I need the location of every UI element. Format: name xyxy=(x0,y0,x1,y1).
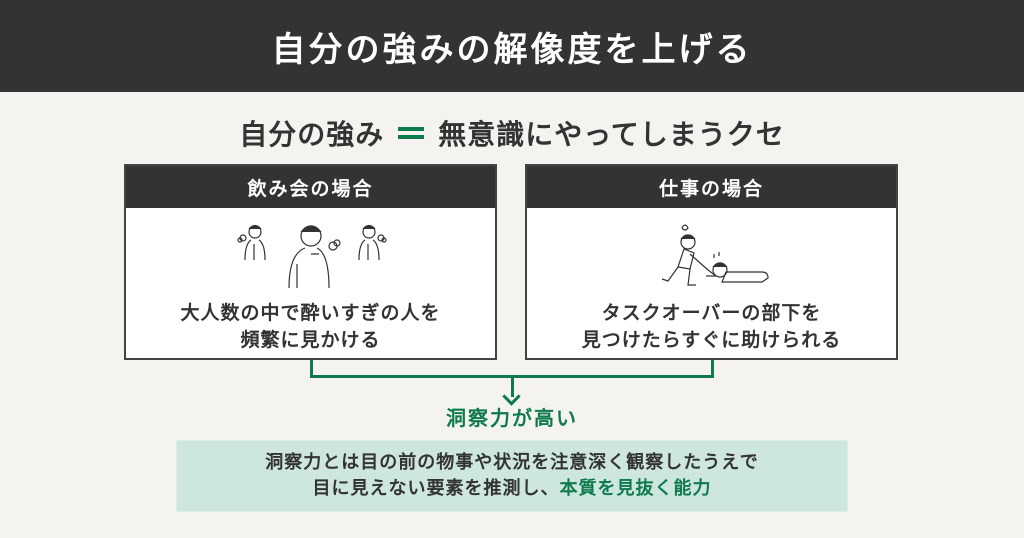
case-header: 仕事の場合 xyxy=(527,166,896,208)
case-header-label: 飲み会の場合 xyxy=(247,177,374,200)
definition-line2: 目に見えない要素を推測し、本質を見抜く能力 xyxy=(313,476,712,502)
case-header-label: 仕事の場合 xyxy=(658,177,764,200)
definition-line1: 洞察力とは目の前の物事や状況を注意深く観察したうえで xyxy=(265,452,759,473)
down-arrow-icon xyxy=(511,377,514,397)
headline-left: 自分の強み xyxy=(239,118,385,151)
case-text-line2: 頻繁に見かける xyxy=(240,329,381,351)
page-title: 自分の強みの解像度を上げる xyxy=(271,29,753,70)
case-text-line2: 見つけたらすぐに助けられる xyxy=(581,329,842,351)
case-header: 飲み会の場合 xyxy=(126,166,495,208)
definition-line2-accent: 本質を見抜く能力 xyxy=(559,478,712,499)
three-people-sighing-icon xyxy=(126,208,495,294)
case-box-drinking-party: 飲み会の場合 大人数の中で酔いすぎの人を 頻繁に見かける xyxy=(124,164,497,360)
case-description: 大人数の中で酔いすぎの人を 頻繁に見かける xyxy=(126,300,495,354)
result-label: 洞察力が高い xyxy=(446,406,578,430)
equals-icon xyxy=(398,127,425,139)
connector-bracket xyxy=(310,360,714,378)
headline: 自分の強み 無意識にやってしまうクセ xyxy=(0,110,1024,156)
case-text-line1: タスクオーバーの部下を xyxy=(601,302,822,324)
case-text-line1: 大人数の中で酔いすぎの人を xyxy=(180,302,441,324)
title-bar: 自分の強みの解像度を上げる xyxy=(0,0,1024,92)
definition-box: 洞察力とは目の前の物事や状況を注意深く観察したうえで 目に見えない要素を推測し、… xyxy=(176,440,848,512)
headline-right: 無意識にやってしまうクセ xyxy=(438,118,785,151)
case-description: タスクオーバーの部下を 見つけたらすぐに助けられる xyxy=(527,300,896,354)
definition-line2-plain: 目に見えない要素を推測し、 xyxy=(312,478,560,499)
helping-fallen-colleague-icon xyxy=(527,208,896,294)
case-box-work: 仕事の場合 タスクオーバーの部下を 見つけたらすぐに助けられる xyxy=(525,164,898,360)
